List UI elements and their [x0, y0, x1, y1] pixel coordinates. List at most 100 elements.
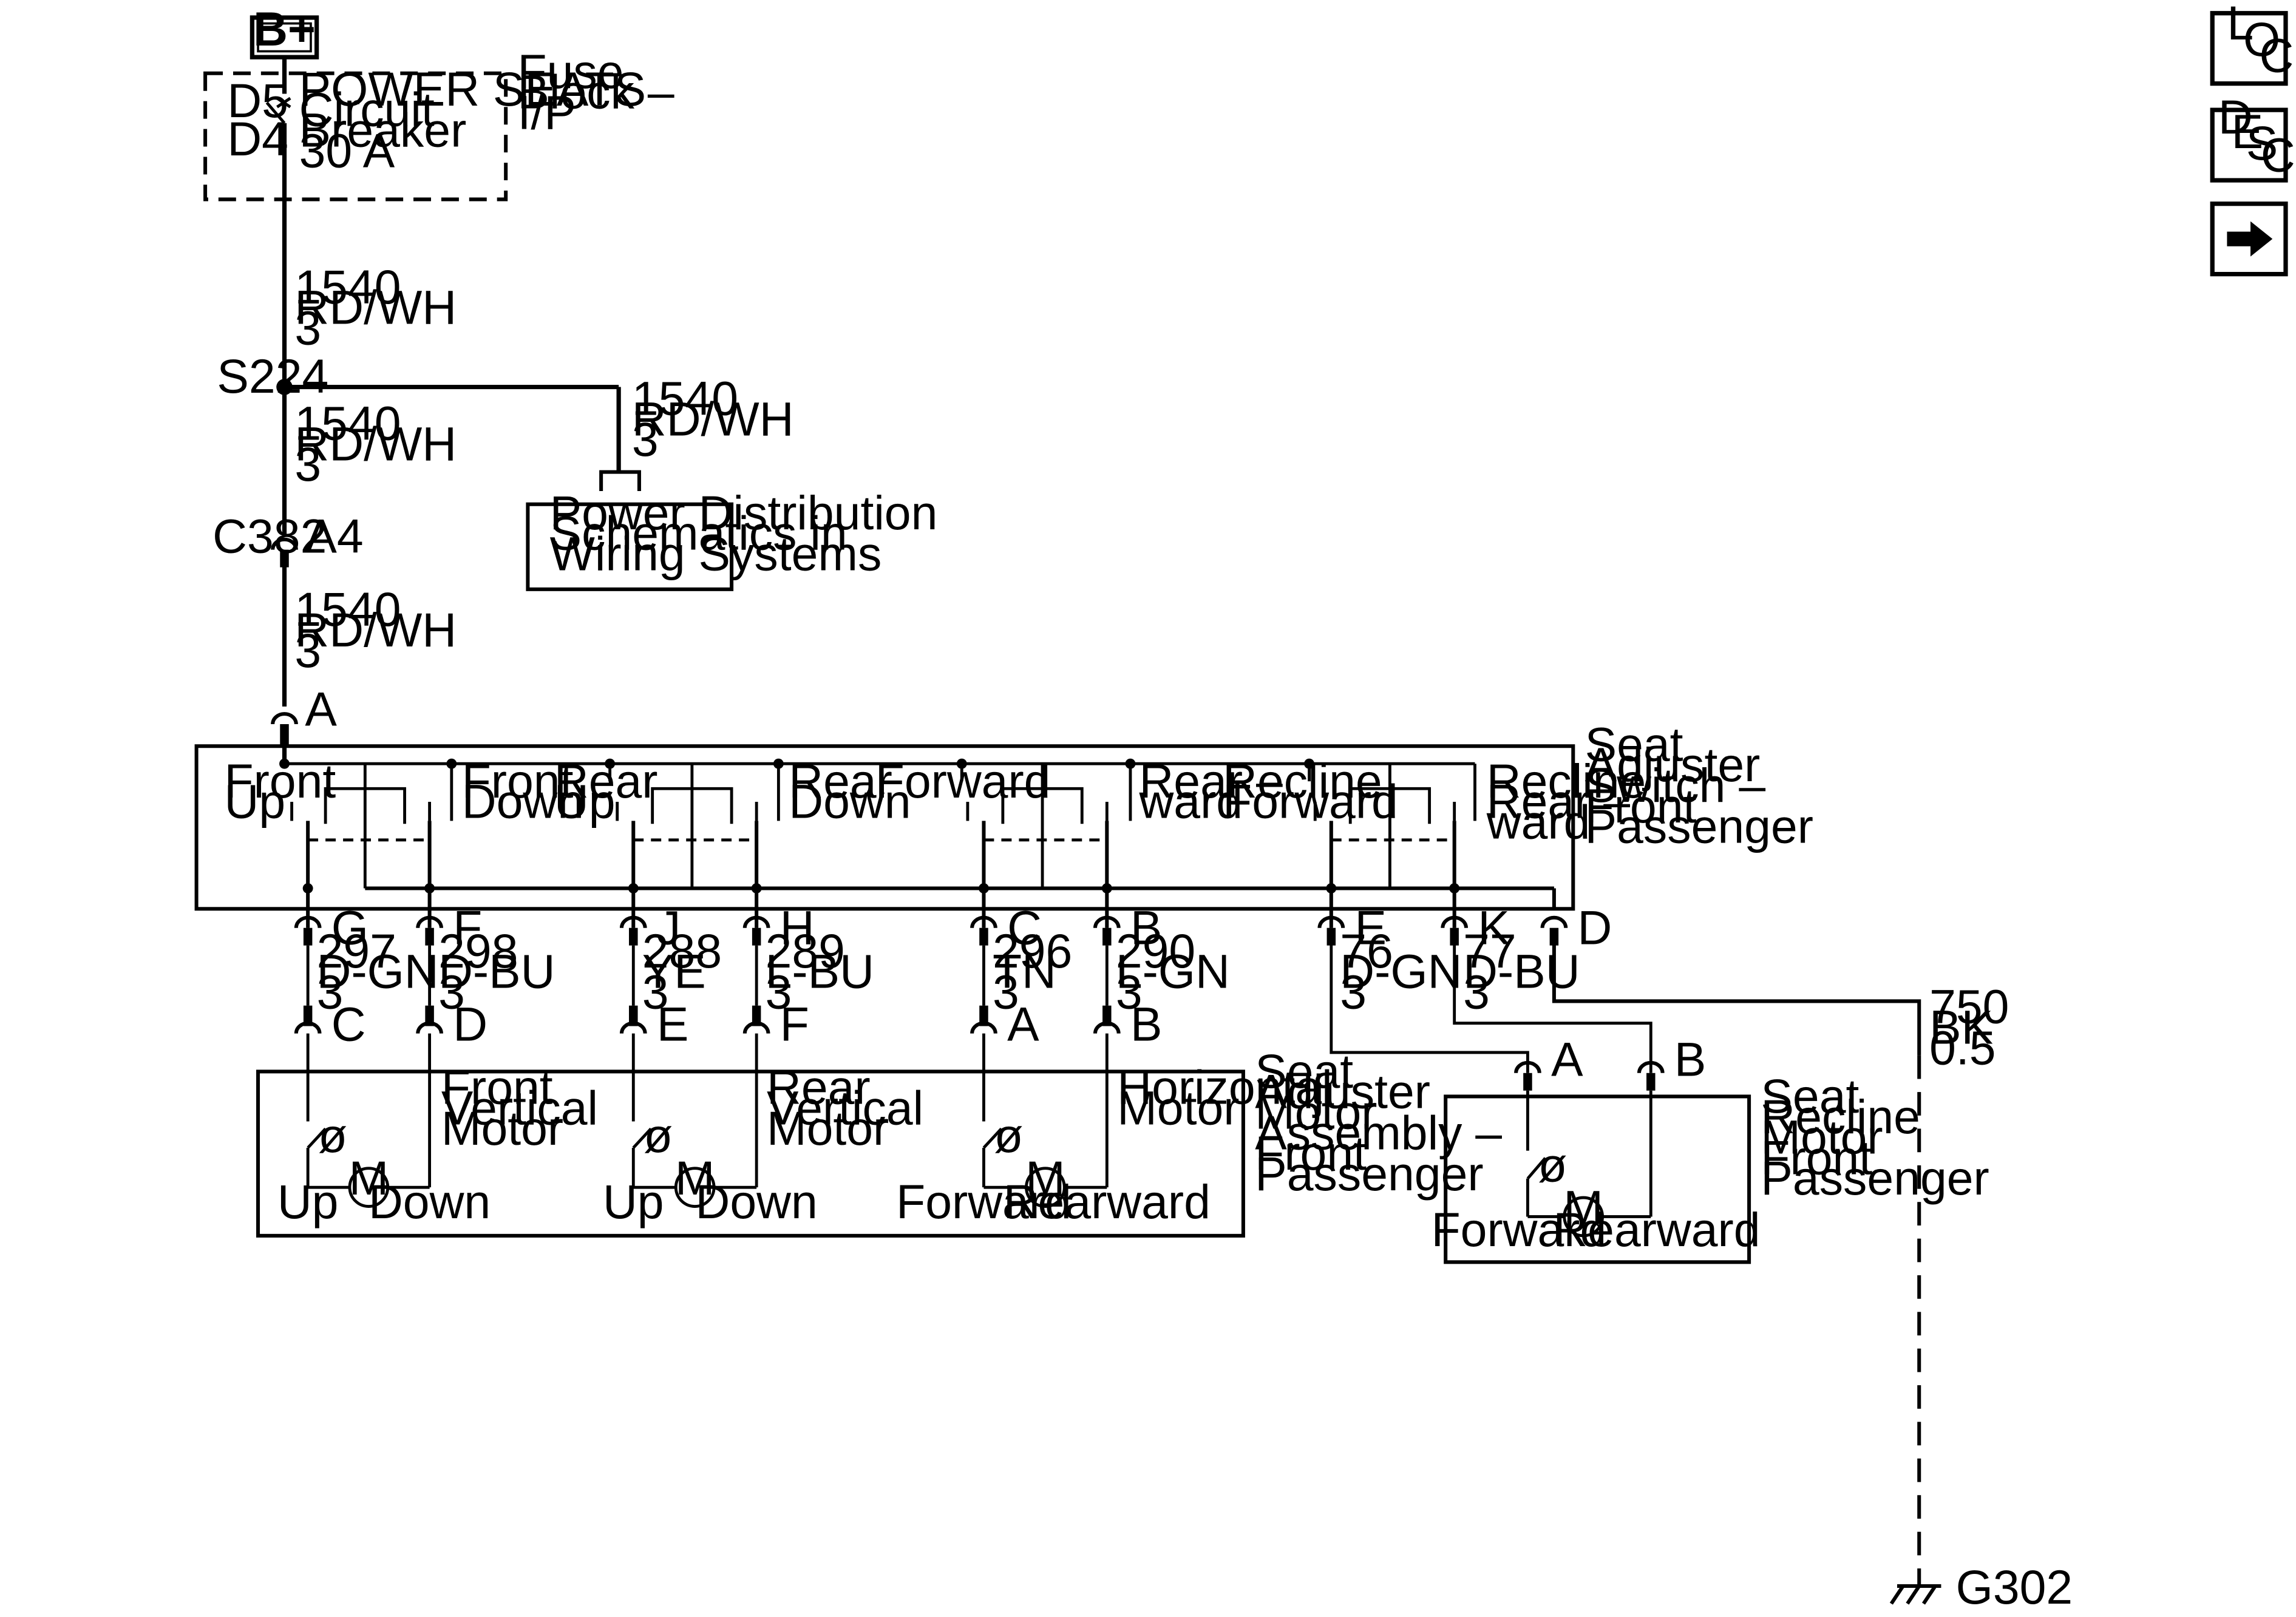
switch-pin [619, 915, 647, 946]
power-source-label: B+ [253, 2, 316, 56]
motor-direction-right: Down [696, 1175, 818, 1229]
switch-pin [416, 915, 443, 946]
switch-pin-a: A [305, 682, 337, 736]
switch-pin [1093, 915, 1121, 946]
svg-text:C: C [2261, 129, 2295, 182]
main-feed-wire [282, 57, 641, 707]
circuit-label: 298D-BU3 [438, 924, 555, 1019]
switch-section [966, 764, 1112, 928]
svg-text:O: O [2243, 13, 2280, 66]
seat-adjuster-switch: A Seat Adjuster Switch – Front Passenger… [194, 682, 1813, 928]
switch-pin [294, 915, 322, 946]
fuse-block: D5 D4 POWER SEATS Circuit Breaker 30 A F… [203, 45, 687, 202]
loc-button[interactable]: L O C [2210, 0, 2294, 86]
thermal-switch-icon: ø [1538, 1138, 1567, 1192]
svg-text:C: C [2260, 29, 2294, 82]
recline-direction-left: Forward [1432, 1203, 1607, 1256]
motor-pin [416, 1021, 443, 1034]
motor-symbol: M [1563, 1181, 1603, 1235]
motor-assembly-title: Seat Adjuster Motor Assembly – Front Pas… [1255, 1045, 1515, 1201]
fuse-cavity-d5: D5 [227, 74, 288, 127]
thermal-switch-icon: ø [318, 1109, 347, 1162]
label-recline-rearward: ReclineRear –ward [1486, 754, 1646, 849]
desc-button[interactable]: D E S C [2210, 90, 2295, 183]
connector-c382: C382 A4 [212, 509, 364, 568]
fuse-cavity-d4: D4 [227, 112, 288, 166]
motor-pin-label: E [657, 998, 689, 1051]
switch-section [290, 764, 435, 928]
arrow-right-icon [2227, 221, 2273, 257]
motor-name: RearVerticalMotor [767, 1060, 923, 1155]
circuit-breaker-icon [265, 97, 291, 124]
circuit-label: 297D-GN3 [317, 924, 439, 1019]
switch-section [616, 764, 762, 928]
switch-title: Seat Adjuster Switch – Front Passenger [1585, 717, 1813, 853]
switch-pin-label: F [453, 901, 482, 954]
motor-symbol: M [675, 1151, 715, 1205]
motor-pin-label: C [331, 998, 366, 1051]
switch-pin-label: J [657, 901, 681, 954]
motor-direction-left: Up [603, 1175, 664, 1229]
recline-direction-right: Rearward [1553, 1203, 1760, 1256]
motor-name: HorizontalMotor [1117, 1060, 1332, 1134]
thermal-switch-icon: ø [994, 1109, 1023, 1162]
motor-name: FrontVerticalMotor [441, 1060, 598, 1155]
fuse-block-label: Fuse Block – I/P [517, 45, 687, 140]
motor-pin [619, 1021, 647, 1034]
motor-pin [742, 1021, 770, 1034]
motor-pin [970, 1021, 997, 1034]
svg-text:E: E [2232, 105, 2264, 158]
circuit-label: 76D-GN3 [1340, 924, 1462, 1019]
switch-pin [970, 915, 997, 946]
circuit-label: 290L-GN3 [1116, 924, 1230, 1019]
power-distribution-reference: Power Distribution Schematics in Wiring … [526, 486, 951, 591]
motor-pin-label: F [780, 998, 809, 1051]
label-front-up: FrontUp [224, 754, 336, 829]
splice-dot [276, 379, 293, 395]
wire-label-feed-3: 1540 RD/WH 3 [294, 583, 470, 677]
recline-motor-title: Seat Recline Motor Front Passenger [1761, 1070, 1989, 1205]
motor-pin-label: B [1130, 998, 1163, 1051]
circuit-label: 289L-BU3 [766, 924, 874, 1019]
recline-pin [1514, 1060, 1541, 1091]
motor-direction-right: Down [369, 1175, 491, 1229]
motor-icon [1563, 1196, 1605, 1238]
connector-c382-pin: A4 [305, 509, 363, 563]
svg-text:D: D [2218, 90, 2253, 144]
motor-pin [1093, 1021, 1121, 1034]
splice-label: S224 [217, 350, 328, 403]
circuit-label: 296TN3 [993, 924, 1072, 1019]
motor-pin-label: A [1007, 998, 1039, 1051]
connector-c382-name: C382 [212, 509, 327, 563]
label-forward: Forward [875, 754, 1051, 808]
motor-symbol: M [1025, 1151, 1065, 1205]
reference-text: Power Distribution Schematics in Wiring … [550, 486, 951, 581]
motor-icon [674, 1167, 716, 1208]
thermal-switch-icon: ø [644, 1109, 673, 1162]
motor-direction-left: Forward [896, 1175, 1072, 1229]
svg-text:S: S [2246, 117, 2278, 170]
switch-pin-label: C [1007, 901, 1042, 954]
svg-text:L: L [2227, 0, 2254, 50]
recline-pin [1637, 1060, 1665, 1091]
motor-direction-left: Up [277, 1175, 339, 1229]
switch-pin-label: D [1578, 901, 1612, 954]
next-page-button[interactable] [2210, 202, 2288, 277]
recline-pin-label: A [1551, 1033, 1583, 1086]
switch-pin-label: B [1130, 901, 1163, 954]
switch-pin [1441, 915, 1469, 946]
switch-pin [1317, 915, 1345, 946]
switch-pin [742, 915, 770, 946]
circuit-breaker-label: POWER SEATS Circuit Breaker 30 A [299, 63, 659, 177]
label-front-down: FrontDown [462, 754, 584, 829]
power-source: B+ [250, 2, 319, 59]
motor-pin-label: D [453, 998, 487, 1051]
wire-label-branch: 1540 RD/WH 3 [632, 371, 807, 466]
seat-adjuster-motor-assembly: Seat Adjuster Motor Assembly – Front Pas… [256, 998, 1515, 1238]
